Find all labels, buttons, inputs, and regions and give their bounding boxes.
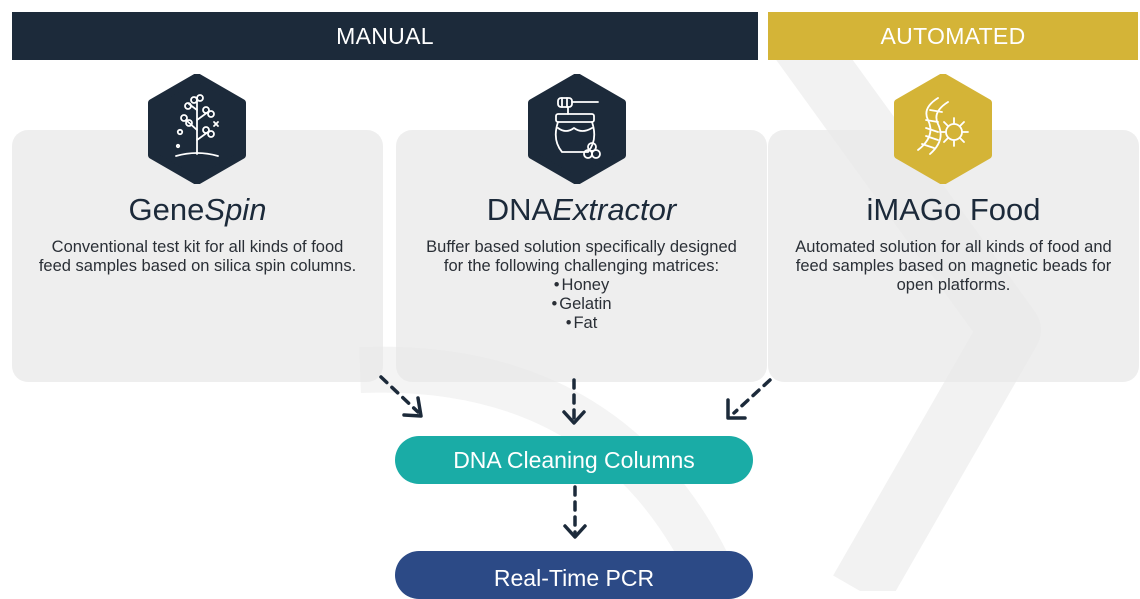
real-time-pcr-step: Real-Time PCR — [395, 551, 753, 599]
imago-food-description: Automated solution for all kinds of food… — [795, 238, 1112, 294]
arrow-from-genespin — [379, 375, 423, 418]
dna-cleaning-columns-step: DNA Cleaning Columns — [395, 436, 753, 484]
matrix-list: Honey Gelatin Fat — [418, 276, 745, 333]
dnaextractor-title: DNAExtractor — [486, 192, 677, 227]
list-item: Gelatin — [418, 295, 745, 314]
list-item: Honey — [418, 276, 745, 295]
dna-gear-icon — [894, 74, 992, 184]
honey-jar-icon — [528, 74, 626, 184]
imago-food-title: iMAGo Food — [866, 192, 1041, 227]
manual-header-label: MANUAL — [336, 22, 434, 49]
real-time-pcr-label: Real-Time PCR — [493, 565, 655, 591]
arrow-to-pcr — [563, 485, 587, 539]
dna-cleaning-columns-label: DNA Cleaning Columns — [453, 446, 695, 473]
genespin-title: GeneSpin — [128, 192, 267, 227]
automated-header-label: AUTOMATED — [880, 22, 1026, 49]
arrow-from-imago — [726, 378, 772, 420]
plant-icon — [148, 74, 246, 184]
manual-header: MANUAL — [12, 12, 758, 60]
arrow-from-dnaextractor — [562, 378, 586, 425]
automated-header: AUTOMATED — [768, 12, 1138, 60]
dnaextractor-description: Buffer based solution specifically desig… — [418, 238, 745, 333]
genespin-description: Conventional test kit for all kinds of f… — [38, 238, 357, 275]
list-item: Fat — [418, 314, 745, 333]
